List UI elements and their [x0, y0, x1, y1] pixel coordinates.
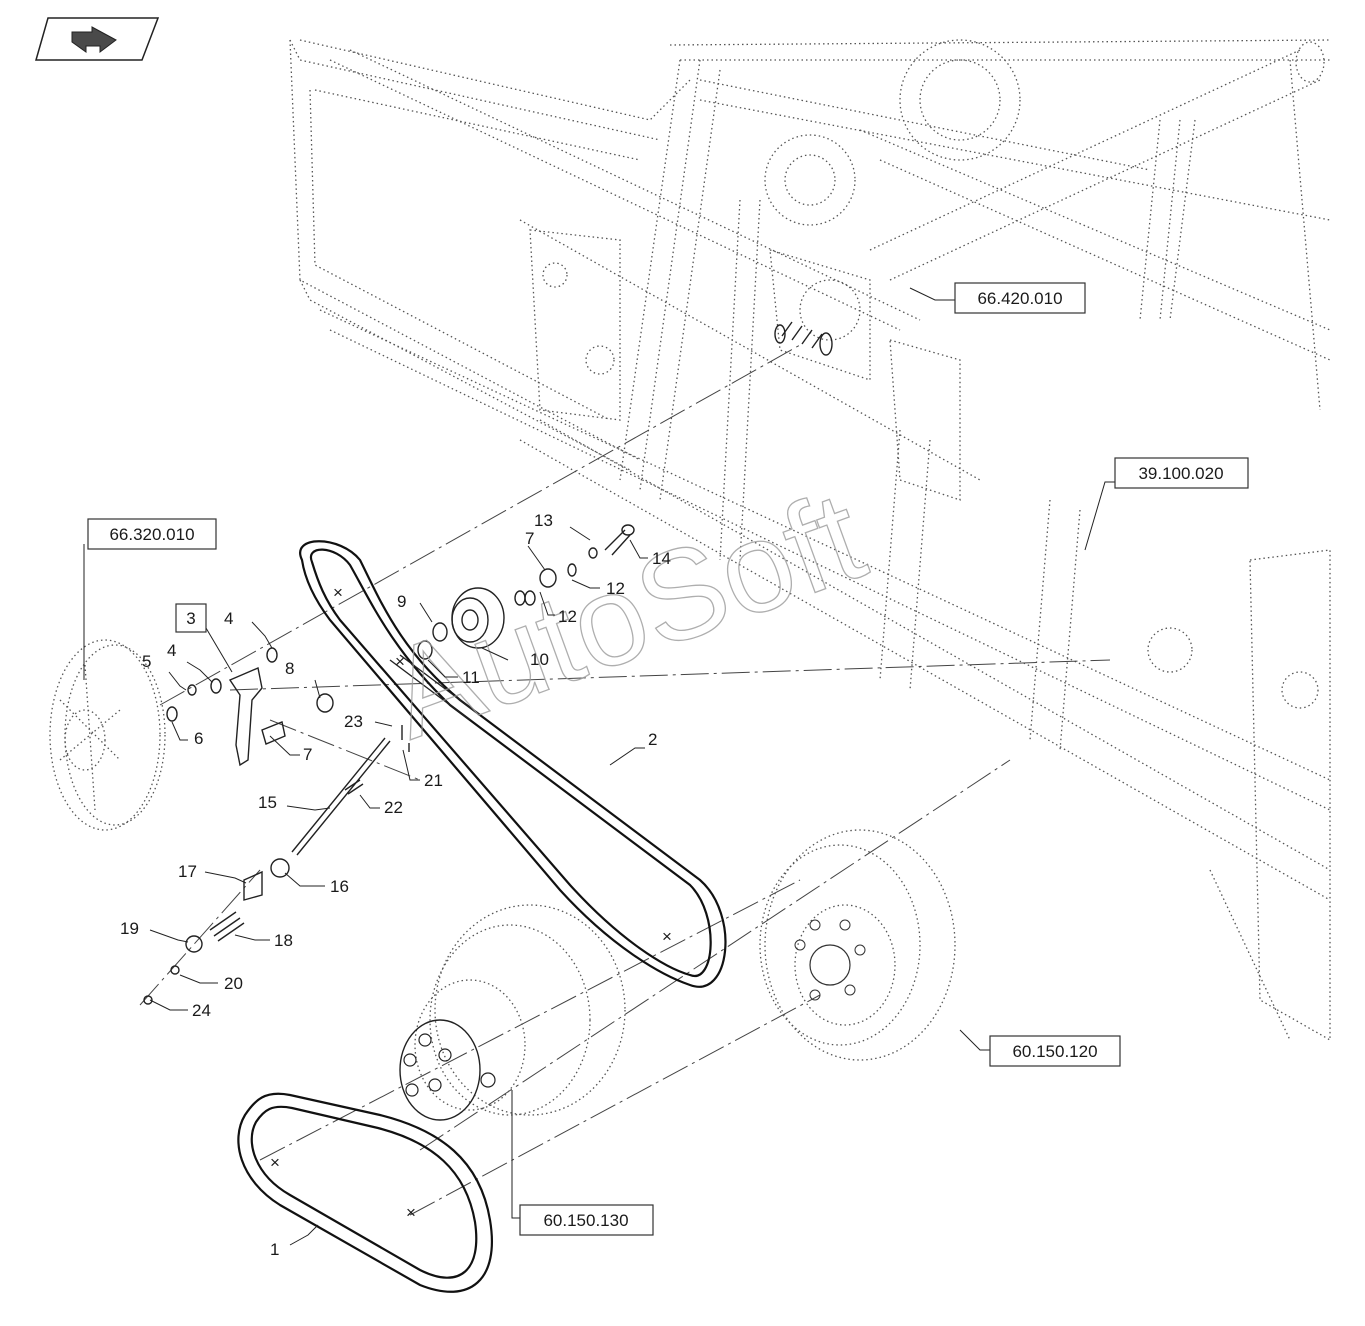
- callout-16: 16: [330, 877, 349, 896]
- svg-text:×: ×: [333, 583, 343, 602]
- shaft-spring: [774, 321, 833, 356]
- callout-8: 8: [285, 659, 294, 678]
- belt-1: [237, 1092, 493, 1293]
- belt-markers: × × × × ×: [270, 583, 672, 1222]
- callout-19: 19: [120, 919, 139, 938]
- callout-17: 17: [178, 862, 197, 881]
- left-pulley: [49, 639, 166, 831]
- callout-20: 20: [224, 974, 243, 993]
- svg-text:×: ×: [406, 1203, 416, 1222]
- callout-13: 13: [534, 511, 553, 530]
- variator-pulley: [399, 904, 626, 1121]
- callout-4: 4: [167, 641, 176, 660]
- center-lines: [139, 344, 1111, 1216]
- callout-12: 12: [606, 579, 625, 598]
- callout-21: 21: [424, 771, 443, 790]
- large-pulley: [759, 829, 956, 1061]
- watermark: AutoSoft: [370, 463, 882, 767]
- return-arrow-icon: [71, 26, 117, 53]
- svg-text:×: ×: [270, 1153, 280, 1172]
- ref-66-320-010[interactable]: 66.320.010: [87, 518, 217, 550]
- ref-66-420-010[interactable]: 66.420.010: [954, 282, 1086, 314]
- callout-numbers: 1 2 4 4 5 6 7 7 8 9 10 11 12 12 13 14 15…: [120, 511, 671, 1259]
- callout-6: 6: [194, 729, 203, 748]
- svg-text:3: 3: [186, 609, 195, 628]
- ref-60-150-130[interactable]: 60.150.130: [519, 1204, 654, 1236]
- ref-66-320-010-label: 66.320.010: [109, 525, 194, 544]
- machine-frame: [289, 39, 1331, 1042]
- callout-10: 10: [530, 650, 549, 669]
- callout-7: 7: [303, 745, 312, 764]
- ref-66-420-010-label: 66.420.010: [977, 289, 1062, 308]
- ref-39-100-020[interactable]: 39.100.020: [1114, 457, 1249, 489]
- belt-2: [299, 540, 727, 988]
- callout-18: 18: [274, 931, 293, 950]
- callout-23: 23: [344, 712, 363, 731]
- svg-text:AutoSoft: AutoSoft: [371, 464, 881, 766]
- callout-12: 12: [558, 607, 577, 626]
- callout-14: 14: [652, 549, 671, 568]
- callout-5: 5: [142, 652, 151, 671]
- ref-39-100-020-label: 39.100.020: [1138, 464, 1223, 483]
- callout-4: 4: [224, 609, 233, 628]
- callout-11: 11: [462, 668, 480, 687]
- callout-3: 3: [175, 603, 207, 633]
- leader-lines: [83, 287, 1115, 1246]
- ref-60-150-120-label: 60.150.120: [1012, 1042, 1097, 1061]
- callout-22: 22: [384, 798, 403, 817]
- svg-text:×: ×: [395, 652, 405, 671]
- callout-7: 7: [525, 529, 534, 548]
- ref-60-150-130-label: 60.150.130: [543, 1211, 628, 1230]
- callout-9: 9: [397, 592, 406, 611]
- callout-15: 15: [258, 793, 277, 812]
- ref-60-150-120[interactable]: 60.150.120: [989, 1035, 1121, 1067]
- tensioner-assembly: [143, 524, 635, 1005]
- callout-2: 2: [648, 730, 657, 749]
- back-navigation-button[interactable]: [35, 17, 160, 61]
- callout-24: 24: [192, 1001, 211, 1020]
- callout-1: 1: [270, 1240, 279, 1259]
- svg-text:×: ×: [662, 927, 672, 946]
